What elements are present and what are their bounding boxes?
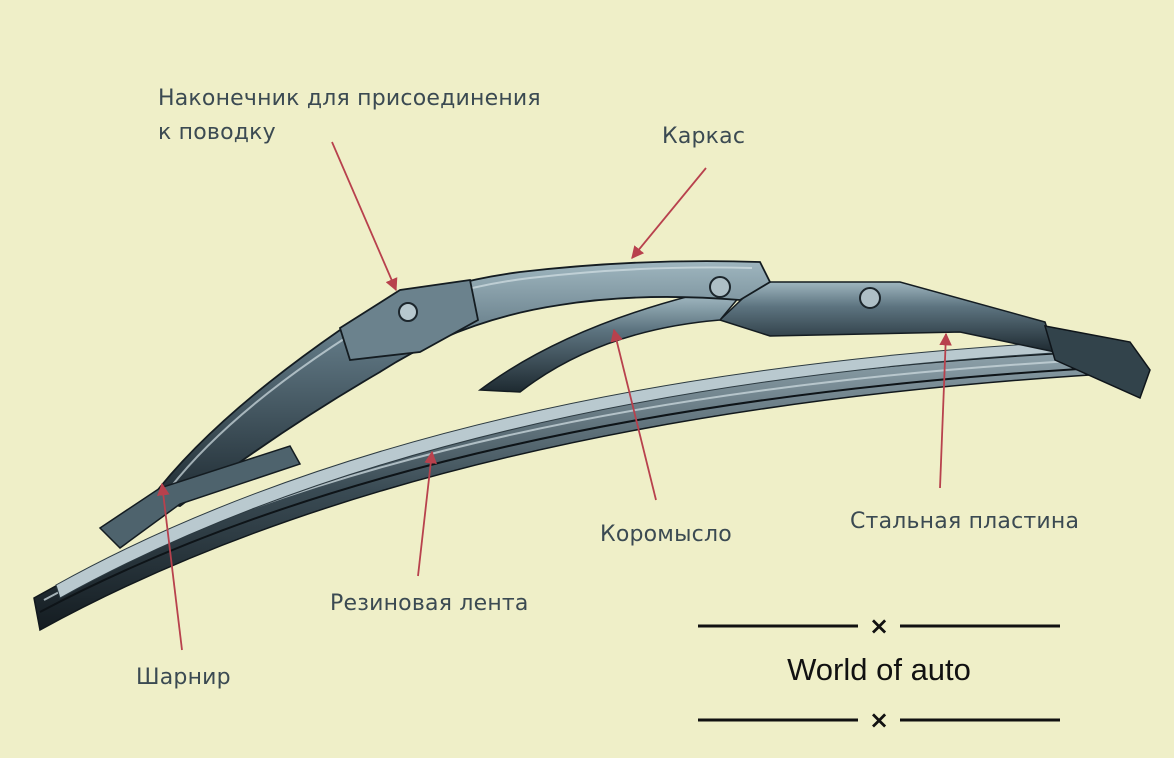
label-connector-tip-line2: к поводку (158, 120, 276, 145)
frame-rivet (709, 276, 731, 298)
rubber-strip-groove (39, 365, 1133, 613)
arrow-frame (631, 167, 707, 259)
connector-pin (398, 302, 418, 322)
label-hinge: Шарнир (136, 665, 231, 690)
arrow-connector-tip (331, 141, 398, 292)
label-steel-plate: Стальная пластина (850, 509, 1080, 534)
label-connector-tip-line1: Наконечник для присоединения (158, 86, 541, 111)
right-rocker-rivet (859, 287, 881, 309)
arrow-hinge (157, 482, 183, 651)
arrow-steel-plate (939, 332, 952, 489)
arrow-rubber-strip (417, 450, 437, 577)
arrow-rocker (610, 328, 657, 501)
end-cap-shape (1043, 325, 1151, 400)
label-rocker: Коромысло (600, 522, 732, 547)
watermark-text: World of auto (787, 652, 971, 687)
watermark-top-cross: × (869, 612, 889, 640)
watermark-bottom-cross: × (869, 706, 889, 734)
label-rubber-strip: Резиновая лента (330, 591, 529, 616)
right-rocker-shape (718, 281, 1057, 354)
label-frame: Каркас (662, 124, 746, 149)
